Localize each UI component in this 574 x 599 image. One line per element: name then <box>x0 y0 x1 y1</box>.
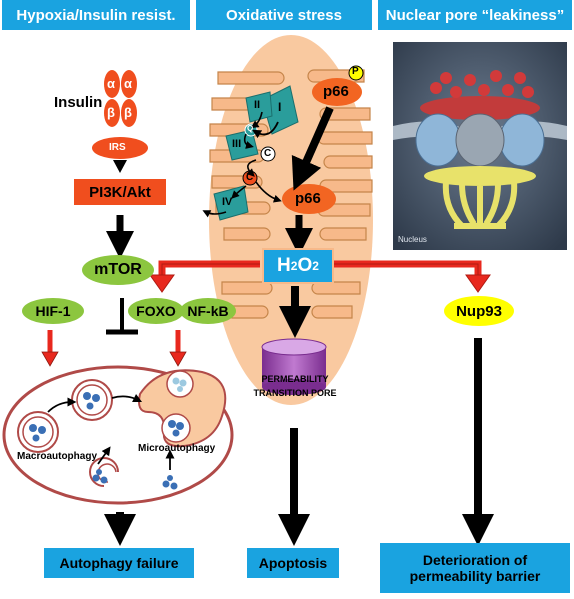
cytochrome-c-circle <box>260 146 276 162</box>
autophagy-failure-box: Autophagy failure <box>44 548 194 578</box>
header-hypoxia: Hypoxia/Insulin resist. <box>2 0 190 30</box>
pore-label-line2: TRANSITION PORE <box>253 388 337 398</box>
microautophagy-label: Microautophagy <box>138 443 216 454</box>
phospho-circle <box>348 65 364 81</box>
barrier-box: Deterioration of permeability barrier <box>380 543 570 593</box>
beta-right: β <box>124 105 132 120</box>
alpha-right: α <box>124 76 132 91</box>
complex-i-label: I <box>278 100 282 114</box>
p66-top-label: p66 <box>323 83 349 100</box>
q-label: Q <box>247 124 254 133</box>
header-nuclear-pore: Nuclear pore “leakiness” <box>378 0 572 30</box>
apoptosis-box: Apoptosis <box>247 548 339 578</box>
h2o2-sub2: 2 <box>312 259 319 273</box>
insulin-label: Insulin <box>54 94 103 111</box>
pore-label-line1: PERMEABILITY <box>261 374 329 384</box>
beta-left: β <box>107 105 115 120</box>
complex-ii-shape <box>245 91 273 123</box>
mtor-pill: mTOR <box>82 255 154 285</box>
complex-iii-shape <box>225 129 259 161</box>
h2o2-sub1: 2 <box>290 259 298 273</box>
barrier-line2: permeability barrier <box>409 568 541 584</box>
p66-mid-oval <box>282 184 336 214</box>
complex-iv-label: IV <box>222 196 233 208</box>
c-red-label: C <box>246 172 254 183</box>
barrier-line1: Deterioration of <box>422 552 528 568</box>
alpha-left: α <box>107 76 115 91</box>
header-oxidative-stress: Oxidative stress <box>196 0 372 30</box>
complex-ii-label: II <box>254 99 261 111</box>
phospho-label: P <box>352 66 359 77</box>
insulin-receptor <box>92 70 148 159</box>
pi3k-akt-box: PI3K/Akt <box>74 179 166 205</box>
macroautophagy-label: Macroautophagy <box>17 451 98 462</box>
nup93-pill: Nup93 <box>444 296 514 326</box>
permeability-pore <box>261 338 327 395</box>
p66-mid-label: p66 <box>295 190 321 207</box>
c-label: C <box>264 148 272 159</box>
nucleus-caption: Nucleus <box>398 235 427 244</box>
p66-top-oval <box>312 78 362 106</box>
complex-iii-label: III <box>232 138 242 150</box>
nfkb-pill: NF-kB <box>180 298 236 324</box>
foxo-pill: FOXO <box>128 298 184 324</box>
h2o2-h: H <box>277 255 291 276</box>
hif1-pill: HIF-1 <box>22 298 84 324</box>
irs-label: IRS <box>109 142 126 153</box>
lysosome <box>138 369 227 448</box>
h2o2-o: O <box>297 255 313 276</box>
nuclear-pore-image <box>393 42 567 250</box>
